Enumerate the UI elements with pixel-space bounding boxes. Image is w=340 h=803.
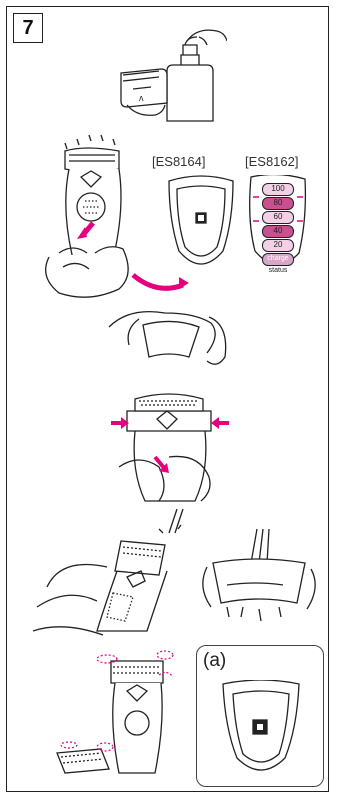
display-es8164-illustration [165,175,237,273]
drying-illustration [47,645,187,790]
inset-label: (a) [203,650,226,672]
rinsing-illustration [27,507,327,642]
charge-label: charge [262,253,294,266]
indicator-tick-marks [253,193,303,233]
level-20: 20 [262,239,294,252]
status-label: status [262,267,294,274]
cleaner-bottle-illustration: ʌ [107,25,227,125]
step-number-box: 7 [13,13,43,43]
model-label-es8164: [ES8164] [152,154,206,169]
instruction-page: 7 ʌ [6,6,329,792]
foil-removal-illustration [99,307,239,502]
display-outline-illustration [219,680,303,780]
inset-panel-a: (a) [196,645,324,787]
model-label-es8162: [ES8162] [245,154,299,169]
svg-text:ʌ: ʌ [139,93,144,103]
